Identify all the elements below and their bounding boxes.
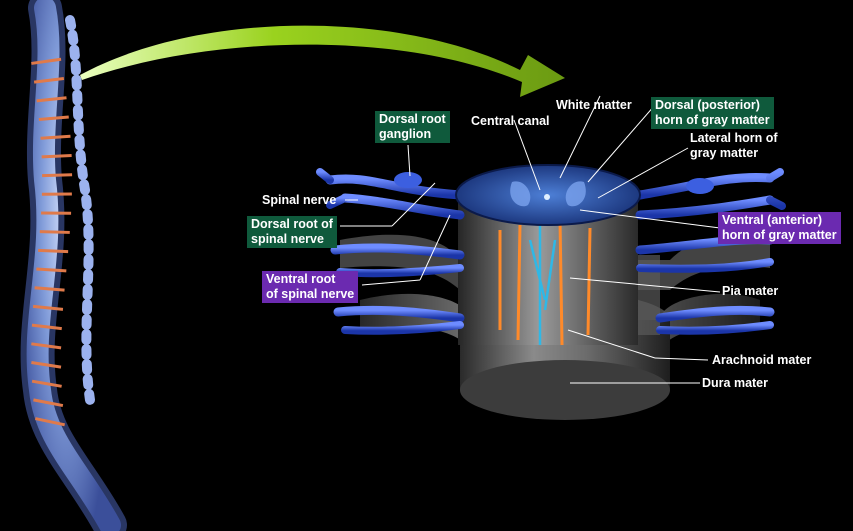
ventral-horn-line1: Ventral (anterior) [722,213,823,227]
intervertebral-disc [32,304,64,311]
intervertebral-disc [38,115,69,122]
dorsal-root-line1: Dorsal root of [251,217,333,231]
dorsal-root-line2: spinal nerve [251,232,324,246]
ventral-root-label: Ventral root of spinal nerve [262,271,359,303]
dorsal-horn-line1: Dorsal (posterior) [655,98,760,112]
lateral-horn-line1: Lateral horn of [690,131,778,145]
intervertebral-disc [39,230,70,234]
intervertebral-disc [33,77,65,84]
intervertebral-disc [40,134,71,140]
intervertebral-disc [31,361,62,369]
pia-mater-label: Pia mater [722,284,779,298]
dorsal-root-ganglion-line1: Dorsal root [379,112,446,126]
intervertebral-disc [31,379,62,388]
spinal-nerves [316,168,786,335]
intervertebral-disc [31,57,62,65]
ventral-root-line1: Ventral root [266,272,336,286]
lateral-horn-line2: gray matter [690,146,759,160]
intervertebral-disc [42,173,73,178]
intervertebral-disc [31,342,62,350]
intervertebral-disc [41,153,72,159]
central-canal-label: Central canal [471,114,550,128]
intervertebral-disc [36,267,67,273]
ventral-horn-label: Ventral (anterior) horn of gray matter [718,212,841,244]
spinal-nerve-label: Spinal nerve [262,193,337,207]
dorsal-root-ganglion-label: Dorsal root ganglion [375,111,450,143]
lateral-horn-label: Lateral horn of gray matter [690,131,778,161]
leader-lines [340,95,721,384]
dorsal-root-ganglion-line2: ganglion [379,127,432,141]
dorsal-horn-label: Dorsal (posterior) horn of gray matter [651,97,774,129]
intervertebral-disc [33,398,64,408]
vertebral-column [20,0,127,531]
green-arrow [80,25,565,97]
intervertebral-disc [38,248,69,254]
intervertebral-disc [36,96,67,103]
cord-cross-section [455,164,641,226]
dura-mater-label: Dura mater [702,376,768,390]
dorsal-root-label: Dorsal root of spinal nerve [247,216,337,248]
arachnoid-mater-label: Arachnoid mater [712,353,812,367]
intervertebral-disc [35,417,66,427]
intervertebral-disc [41,192,72,196]
intervertebral-disc [31,323,62,331]
ventral-root-line2: of spinal nerve [266,287,355,301]
white-matter-label: White matter [556,98,632,112]
ventral-horn-line2: horn of gray matter [722,228,837,242]
dorsal-horn-line2: horn of gray matter [655,113,770,127]
intervertebral-disc [41,211,72,215]
intervertebral-disc [34,286,65,292]
